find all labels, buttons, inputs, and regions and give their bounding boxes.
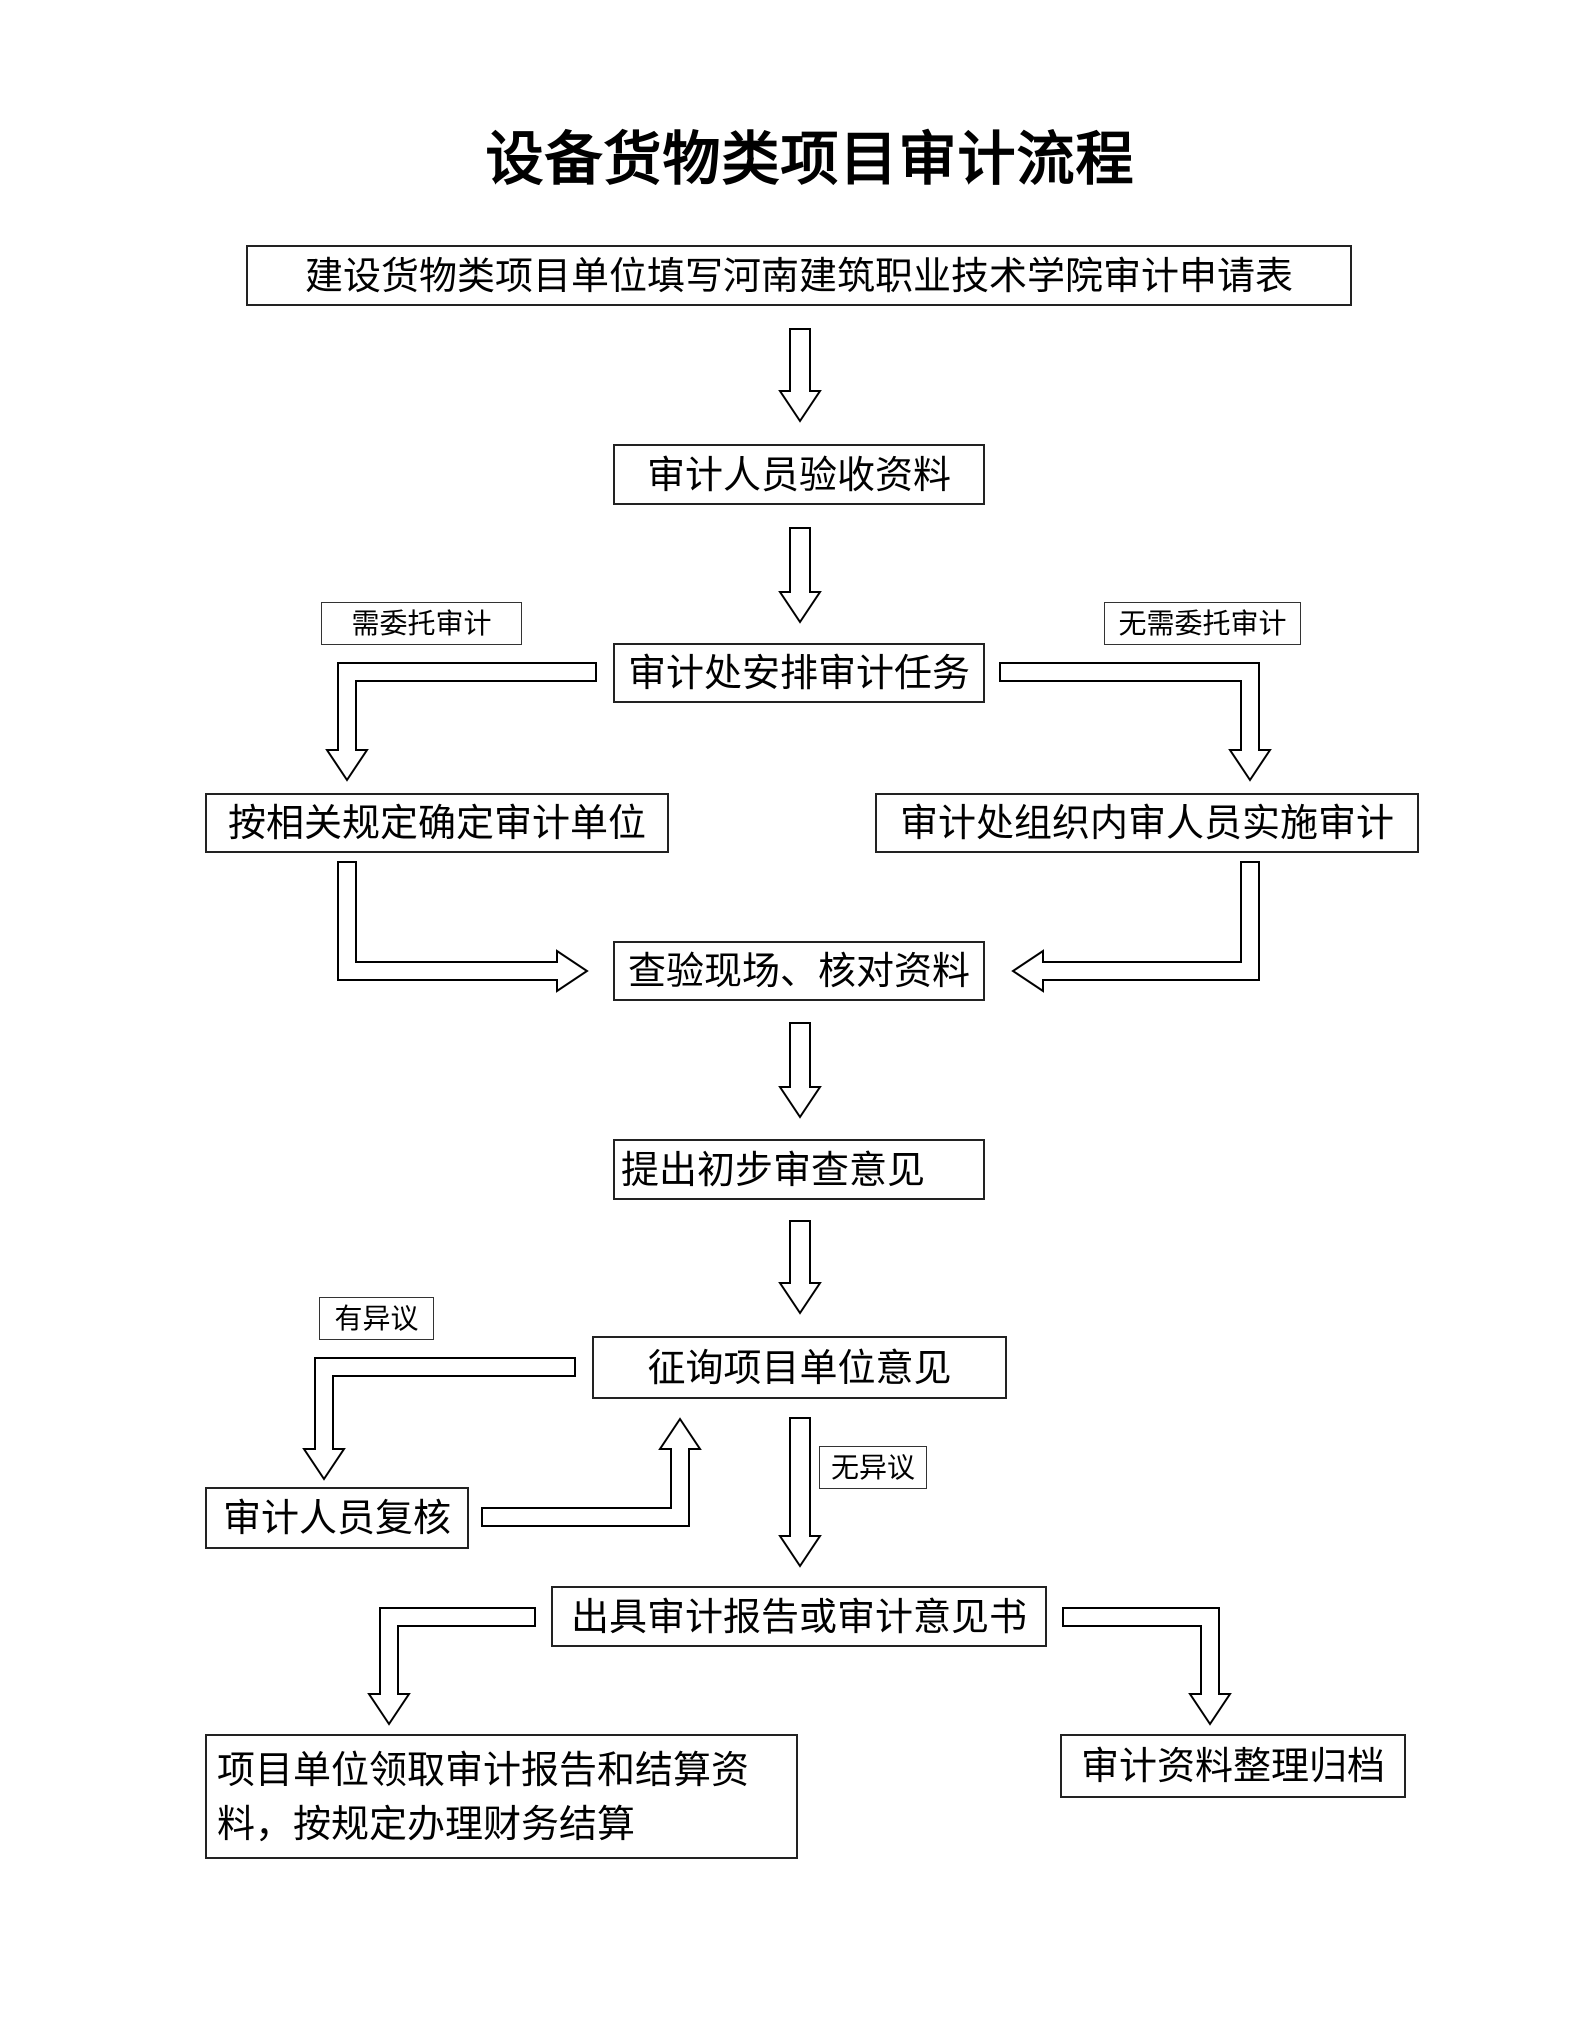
arrow-report-to-settle <box>367 1607 536 1726</box>
node-select-unit: 按相关规定确定审计单位 <box>205 793 669 853</box>
node-consult: 征询项目单位意见 <box>592 1336 1007 1399</box>
label-objection: 有异议 <box>319 1297 434 1340</box>
node-receive: 审计人员验收资料 <box>613 444 985 505</box>
arrow-apply-to-receive <box>778 328 822 423</box>
arrow-assign-to-select-unit <box>325 662 597 782</box>
node-apply: 建设货物类项目单位填写河南建筑职业技术学院审计申请表 <box>246 245 1352 306</box>
label-no-objection: 无异议 <box>819 1446 927 1489</box>
node-archive: 审计资料整理归档 <box>1060 1734 1406 1798</box>
node-settle: 项目单位领取审计报告和结算资 料，按规定办理财务结算 <box>205 1734 798 1859</box>
arrow-review-to-consult <box>481 1417 702 1527</box>
node-settle-line-2: 料，按规定办理财务结算 <box>217 1801 636 1846</box>
node-settle-line-1: 项目单位领取审计报告和结算资 <box>217 1747 750 1792</box>
node-review: 审计人员复核 <box>205 1487 469 1549</box>
node-inspect: 查验现场、核对资料 <box>613 941 985 1001</box>
arrow-assign-to-internal-audit <box>999 662 1272 782</box>
arrow-select-unit-to-inspect <box>337 861 589 993</box>
node-assign: 审计处安排审计任务 <box>613 643 985 703</box>
arrow-internal-audit-to-inspect <box>1011 861 1260 993</box>
label-entrust: 需委托审计 <box>321 602 522 645</box>
arrow-report-to-archive <box>1062 1607 1232 1726</box>
arrow-preliminary-to-consult <box>778 1220 822 1315</box>
arrow-receive-to-assign <box>778 527 822 624</box>
arrow-inspect-to-preliminary <box>778 1022 822 1119</box>
page-title: 设备货物类项目审计流程 <box>485 125 1135 193</box>
arrow-consult-to-report <box>778 1417 822 1568</box>
node-report: 出具审计报告或审计意见书 <box>551 1586 1047 1647</box>
node-internal-audit: 审计处组织内审人员实施审计 <box>875 793 1419 853</box>
arrow-consult-to-review <box>302 1357 576 1481</box>
label-no-entrust: 无需委托审计 <box>1104 602 1301 645</box>
node-preliminary: 提出初步审查意见 <box>613 1139 985 1200</box>
